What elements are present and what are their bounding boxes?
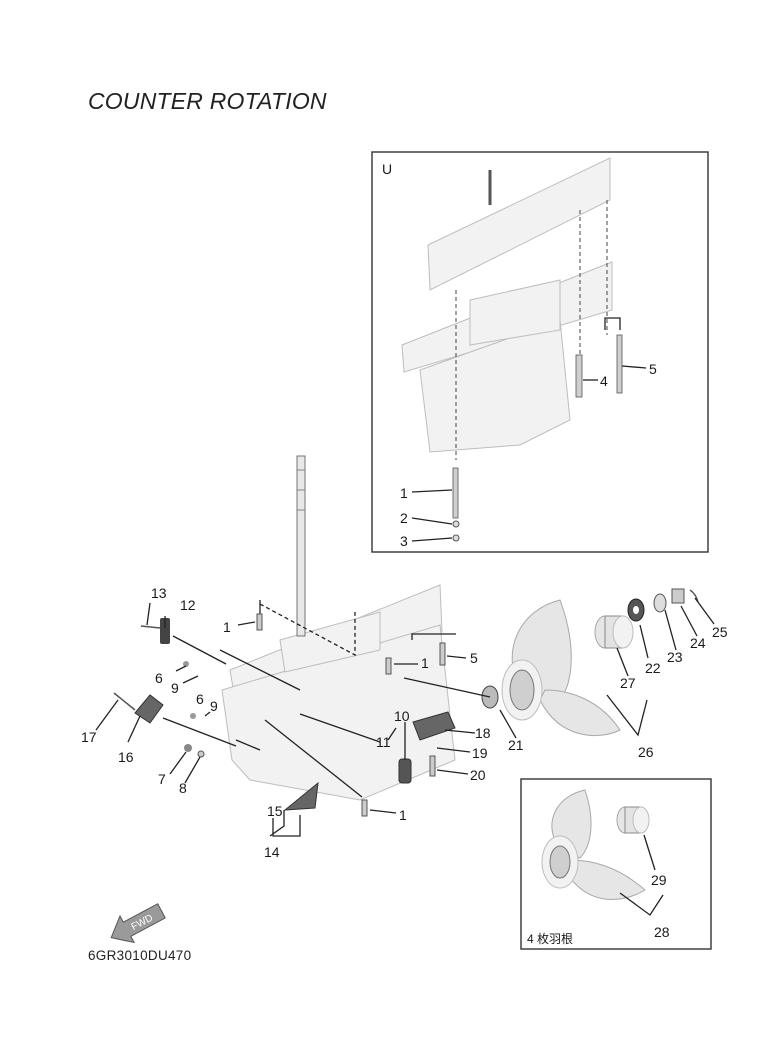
plug-7 [184, 744, 192, 752]
callout-20: 20 [470, 767, 486, 783]
callout-18: 18 [475, 725, 491, 741]
nut-24 [671, 588, 685, 604]
bolt-1a [256, 613, 263, 631]
callout-19: 19 [472, 745, 488, 761]
callout-25: 25 [712, 624, 728, 640]
callout-14: 14 [264, 844, 280, 860]
callout-17: 17 [81, 729, 97, 745]
callout-22: 22 [645, 660, 661, 676]
callout-1-a: 1 [223, 619, 231, 635]
drawing-code: 6GR3010DU470 [88, 948, 192, 963]
leader-lines-main [95, 597, 715, 837]
fwd-arrow: FWD [110, 903, 166, 944]
bolt-1b [385, 657, 392, 675]
gasket-8 [197, 750, 205, 758]
washer-6b [190, 713, 196, 719]
washer-6a [183, 661, 189, 667]
callout-4: 4 [600, 373, 608, 389]
callout-29: 29 [651, 872, 667, 888]
callout-21: 21 [508, 737, 524, 753]
inset-label-4-blade: 4 枚羽根 [527, 931, 573, 946]
callouts-main: 1 5 1 1 6 9 6 9 7 8 10 11 12 13 14 15 16… [81, 585, 728, 860]
callout-3: 3 [400, 533, 408, 549]
upper-casing-ghost [401, 157, 613, 453]
inset-label-u: U [382, 161, 392, 177]
inset-box-u: U [371, 151, 709, 553]
trim-tab-16 [134, 694, 164, 724]
callout-1-c: 1 [399, 807, 407, 823]
callout-9-a: 9 [171, 680, 179, 696]
callout-1: 1 [400, 485, 408, 501]
callout-1-b: 1 [421, 655, 429, 671]
callout-28: 28 [654, 924, 670, 940]
bolt-5 [439, 642, 446, 666]
callout-12: 12 [180, 597, 196, 613]
washer-23 [653, 593, 667, 613]
callout-2: 2 [400, 510, 408, 526]
callout-10: 10 [394, 708, 410, 724]
callout-9-b: 9 [210, 698, 218, 714]
callout-13: 13 [151, 585, 167, 601]
bolt-17 [113, 692, 136, 711]
callout-11: 11 [376, 734, 391, 750]
callout-23: 23 [667, 649, 683, 665]
page-title: COUNTER ROTATION [88, 88, 327, 114]
bolt-13 [140, 625, 161, 629]
propeller-main [501, 599, 621, 736]
anode-14 [283, 781, 319, 811]
anode-10 [398, 758, 412, 784]
bolt-20 [429, 755, 436, 777]
callout-8: 8 [179, 780, 187, 796]
callout-27: 27 [620, 675, 636, 691]
callout-16: 16 [118, 749, 134, 765]
anode-12 [160, 618, 170, 644]
callout-5: 5 [649, 361, 657, 377]
spacer-27 [594, 615, 634, 649]
callout-24: 24 [690, 635, 706, 651]
inset-box-4-blade: 29 28 4 枚羽根 [520, 778, 712, 950]
callout-15: 15 [267, 803, 283, 819]
bolt-1c [361, 799, 368, 817]
callout-6-a: 6 [155, 670, 163, 686]
callout-5-b: 5 [470, 650, 478, 666]
callout-6-b: 6 [196, 691, 204, 707]
lower-case-assembly [221, 455, 456, 801]
callout-7: 7 [158, 771, 166, 787]
callouts-top: 1 2 3 4 5 [400, 361, 657, 549]
anode-18 [412, 711, 456, 741]
callout-26: 26 [638, 744, 654, 760]
